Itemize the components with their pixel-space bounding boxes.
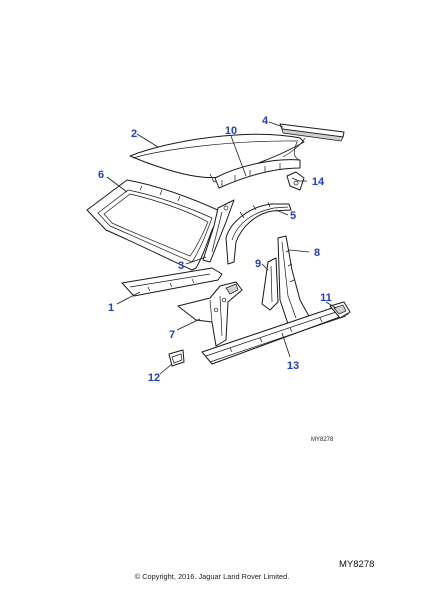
callout-5[interactable]: 5 (290, 210, 296, 222)
leader-12 (159, 363, 173, 375)
leader-2 (136, 133, 159, 148)
b-pillar-outer (277, 235, 311, 325)
roof-panel (129, 133, 305, 183)
callout-12[interactable]: 12 (148, 372, 160, 384)
callout-8[interactable]: 8 (314, 247, 320, 259)
rear-header-panel (279, 123, 345, 158)
callout-6[interactable]: 6 (98, 169, 104, 181)
leader-7 (176, 318, 201, 331)
callout-2[interactable]: 2 (131, 128, 137, 140)
callout-14[interactable]: 14 (312, 176, 325, 188)
reference-code-small: MY8278 (311, 437, 334, 443)
rear-wheel-arch-panel (225, 201, 292, 265)
callouts: 2 10 4 14 6 5 3 1 9 8 7 11 13 12 (98, 115, 332, 384)
callout-7[interactable]: 7 (169, 329, 175, 341)
leader-4 (268, 121, 284, 128)
roof-rail-reinforcement (121, 267, 223, 297)
b-pillar-bracket (177, 281, 243, 347)
callout-9[interactable]: 9 (255, 258, 261, 270)
reference-code-large: MY8278 (339, 559, 374, 570)
leader-3 (185, 256, 207, 265)
leader-9 (261, 263, 269, 271)
copyright-notice: © Copyright, 2016. Jaguar Land Rover Lim… (135, 572, 290, 581)
leader-13 (281, 332, 291, 358)
plug-grommet (168, 349, 185, 367)
leader-5 (275, 209, 289, 216)
callout-1[interactable]: 1 (108, 302, 114, 314)
callout-13[interactable]: 13 (287, 360, 299, 372)
a-pillar-trim (202, 199, 235, 263)
b-pillar-inner (261, 257, 279, 311)
windscreen-frame (86, 179, 223, 271)
leader-10 (230, 135, 247, 177)
leader-8 (289, 249, 310, 253)
roof-corner-bracket (286, 171, 305, 191)
callout-4[interactable]: 4 (262, 115, 269, 127)
leader-1 (116, 291, 141, 305)
sill-end-cap (329, 301, 351, 319)
leader-11 (325, 301, 337, 309)
sill-panel (201, 305, 349, 365)
callout-11[interactable]: 11 (320, 292, 332, 304)
callout-3[interactable]: 3 (178, 260, 184, 272)
leader-lines (106, 121, 337, 375)
leader-6 (106, 176, 128, 193)
callout-10[interactable]: 10 (225, 125, 237, 137)
